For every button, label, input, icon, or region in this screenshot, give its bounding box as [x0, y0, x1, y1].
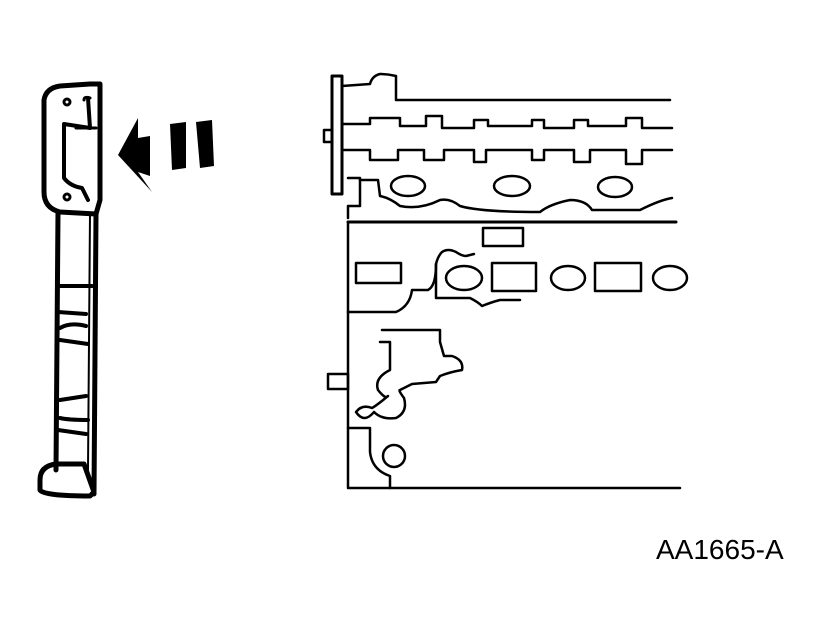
mount-hole-bottom	[62, 192, 72, 202]
direction-arrow-icon	[118, 118, 214, 192]
cylinder-head	[322, 72, 689, 490]
figure-reference-id: AA1665-A	[656, 534, 784, 565]
guide-rail	[37, 81, 103, 499]
mount-hole-top	[62, 97, 72, 107]
